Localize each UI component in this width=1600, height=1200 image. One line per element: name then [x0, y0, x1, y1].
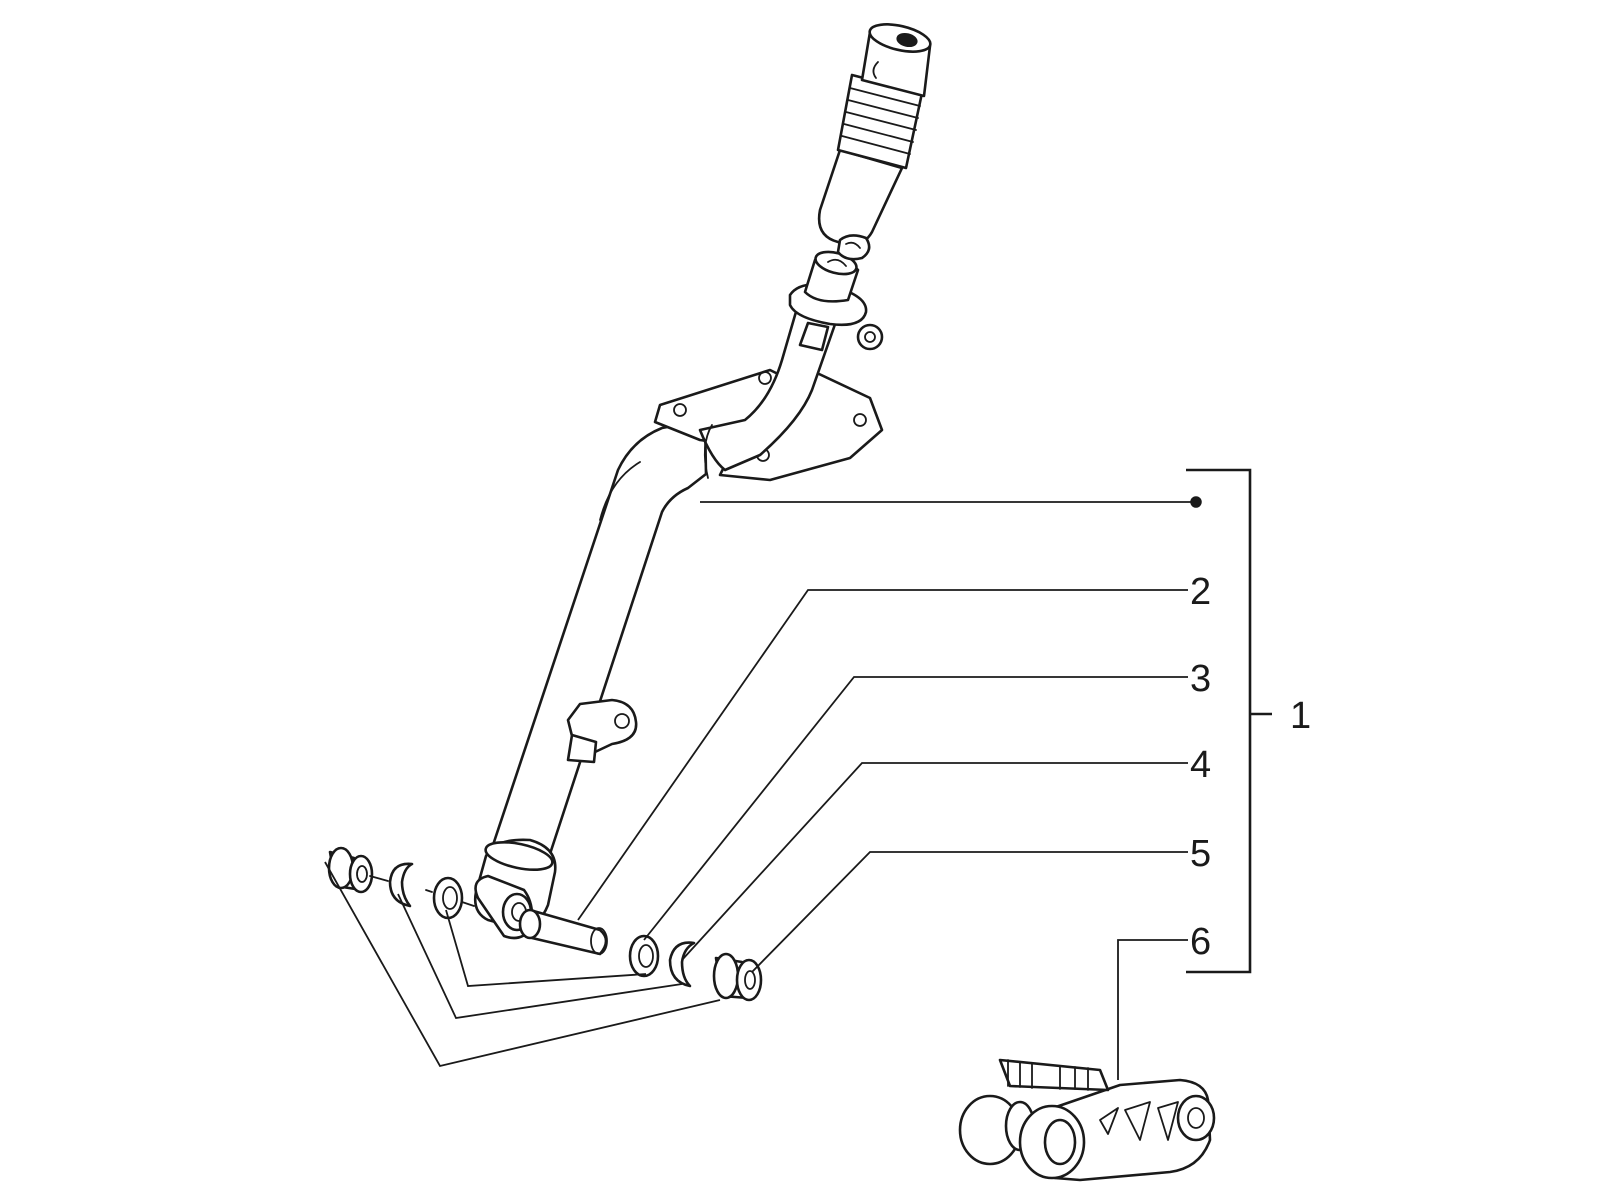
circlip-right [668, 941, 696, 988]
left-hardware-stack [327, 846, 475, 920]
circlip-left [388, 862, 414, 908]
callout-labels: 1 2 3 4 5 6 [1190, 571, 1311, 963]
spacer-washer-right [628, 934, 660, 978]
assembly-bracket [1186, 468, 1272, 974]
upper-steering-pipe [817, 23, 932, 261]
arm-eye [1176, 1094, 1216, 1142]
fork-tube [490, 418, 708, 862]
steering-pipe-body [817, 148, 904, 246]
steering-column-assembly [473, 250, 884, 940]
link-arm-assembly [958, 1058, 1216, 1182]
callout-5: 5 [1190, 833, 1211, 875]
callout-2: 2 [1190, 571, 1211, 613]
callout-3: 3 [1190, 658, 1211, 700]
callout-6: 6 [1190, 921, 1211, 963]
pivot-pin [518, 908, 608, 956]
callout-4: 4 [1190, 744, 1211, 786]
leader-dot [1190, 496, 1202, 508]
callout-1: 1 [1290, 695, 1311, 737]
leader-lines [324, 496, 1202, 1080]
